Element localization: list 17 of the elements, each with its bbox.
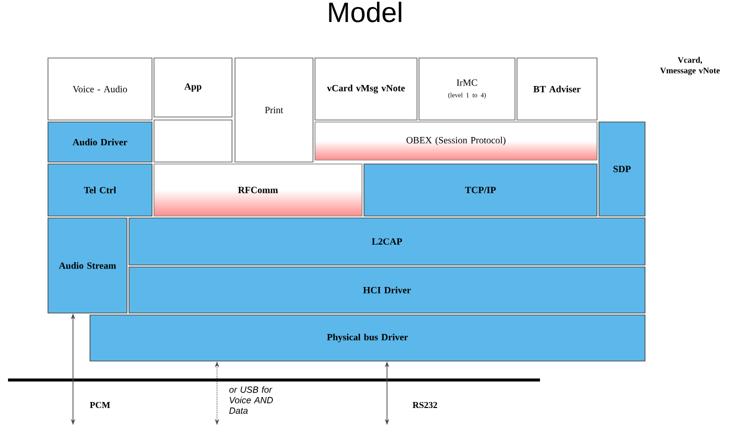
- title: Model: [329, 2, 402, 22]
- layer-box: Tel Ctrl: [48, 164, 152, 216]
- layer-box: SDP: [598, 122, 646, 216]
- layer-box: Audio Driver: [48, 122, 152, 162]
- edge-label: or USB for Voice AND Data: [229, 386, 273, 414]
- layer-box: OBEX (Session Protocol): [314, 122, 598, 160]
- layer-box: Print: [234, 58, 314, 162]
- layer-box: BT Adviser: [516, 58, 598, 120]
- layer-box: App: [154, 58, 232, 118]
- edge-label: PCM: [90, 402, 110, 408]
- layer-box: RFComm: [154, 164, 362, 216]
- layer-box: [154, 120, 232, 162]
- layer-box: Voice - Audio: [48, 58, 152, 120]
- layer-box: Audio Stream: [48, 218, 128, 314]
- note: Vcard, Vmessage vNote: [660, 56, 720, 76]
- layer-box: vCard vMsg vNote: [314, 58, 418, 120]
- edge-label: RS232: [412, 402, 438, 408]
